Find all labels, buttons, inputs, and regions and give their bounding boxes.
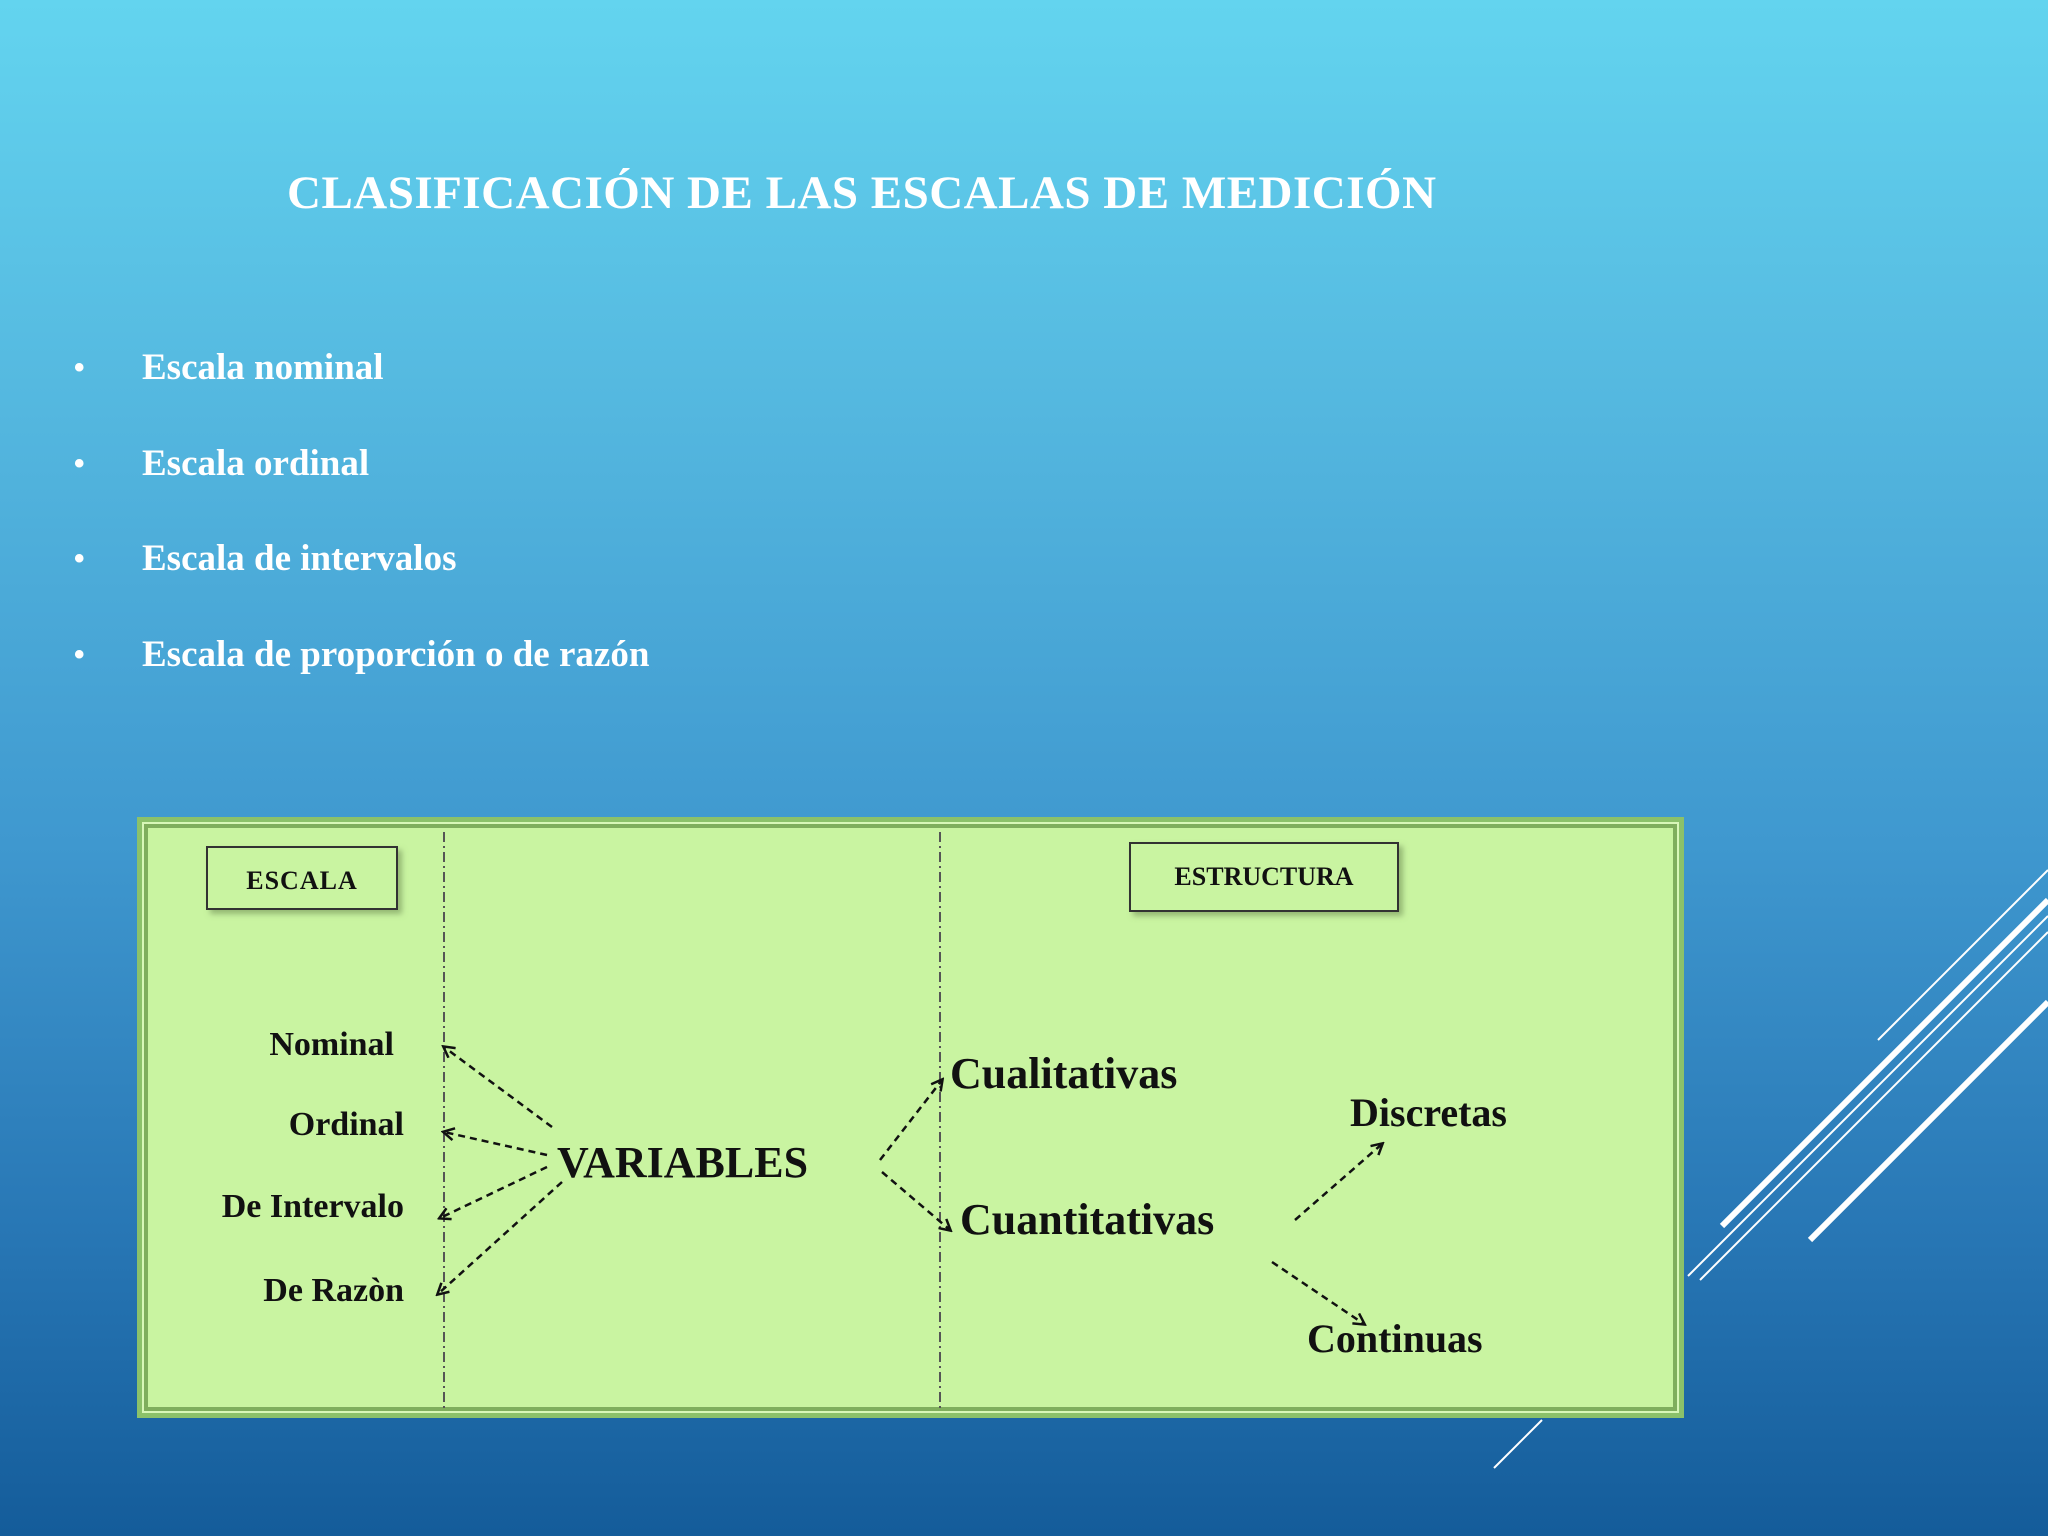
- discretas-label: Discretas: [1350, 1090, 1507, 1135]
- scale-nominal-label: Nominal: [269, 1026, 394, 1063]
- estructura-header-box: [1129, 842, 1399, 912]
- estructura-header: ESTRUCTURA: [1174, 862, 1353, 891]
- deco-line: [1687, 915, 2048, 1277]
- bullet-dot-icon: •: [74, 542, 85, 575]
- bullet-dot-icon: •: [74, 447, 85, 480]
- deco-line: [1719, 897, 2048, 1229]
- cualitativas-label: Cualitativas: [950, 1049, 1177, 1098]
- scale-intervalo-label: De Intervalo: [222, 1188, 404, 1225]
- arrow-to-discretas: [1294, 1144, 1382, 1221]
- bullet-text: Escala ordinal: [142, 443, 370, 484]
- bullet-text: Escala nominal: [142, 347, 384, 388]
- arrow-to-cuantitativas: [881, 1171, 950, 1230]
- arrow-to-nominal: [444, 1047, 553, 1129]
- bullet-item: • Escala de intervalos: [74, 535, 662, 583]
- arrow-to-razon: [438, 1181, 563, 1294]
- variables-diagram: ESCALA ESTRUCTURA Nominal Ordinal De Int…: [137, 817, 1684, 1418]
- escala-header-box: [206, 846, 398, 910]
- arrow-to-intervalo: [440, 1165, 548, 1218]
- variables-center-label: VARIABLES: [557, 1138, 808, 1187]
- bullet-dot-icon: •: [74, 351, 85, 384]
- scale-razon-label: De Razòn: [263, 1272, 404, 1309]
- bullet-item: • Escala nominal: [74, 344, 662, 392]
- deco-line: [1493, 1419, 1543, 1469]
- cuantitativas-label: Cuantitativas: [960, 1195, 1214, 1244]
- bullet-item: • Escala ordinal: [74, 440, 662, 488]
- arrow-to-ordinal: [444, 1132, 548, 1157]
- bullet-item: • Escala de proporción o de razón: [74, 631, 662, 679]
- diagram-canvas: ESCALA ESTRUCTURA Nominal Ordinal De Int…: [206, 832, 1507, 1412]
- bullet-text: Escala de intervalos: [142, 538, 457, 579]
- bullet-dot-icon: •: [74, 638, 85, 671]
- arrow-to-continuas: [1271, 1260, 1364, 1324]
- scale-ordinal-label: Ordinal: [289, 1106, 404, 1143]
- deco-line: [1877, 869, 2048, 1041]
- arrow-to-cualitativas: [879, 1080, 942, 1161]
- bullet-list: • Escala nominal • Escala ordinal • Esca…: [0, 0, 2048, 800]
- continuas-label: Continuas: [1307, 1316, 1483, 1361]
- deco-line: [1699, 931, 2048, 1281]
- escala-header: ESCALA: [246, 866, 357, 895]
- bullet-text: Escala de proporción o de razón: [142, 634, 650, 675]
- deco-line: [1807, 999, 2048, 1243]
- slide-title: CLASIFICACIÓN DE LAS ESCALAS DE MEDICIÓN: [287, 167, 1437, 219]
